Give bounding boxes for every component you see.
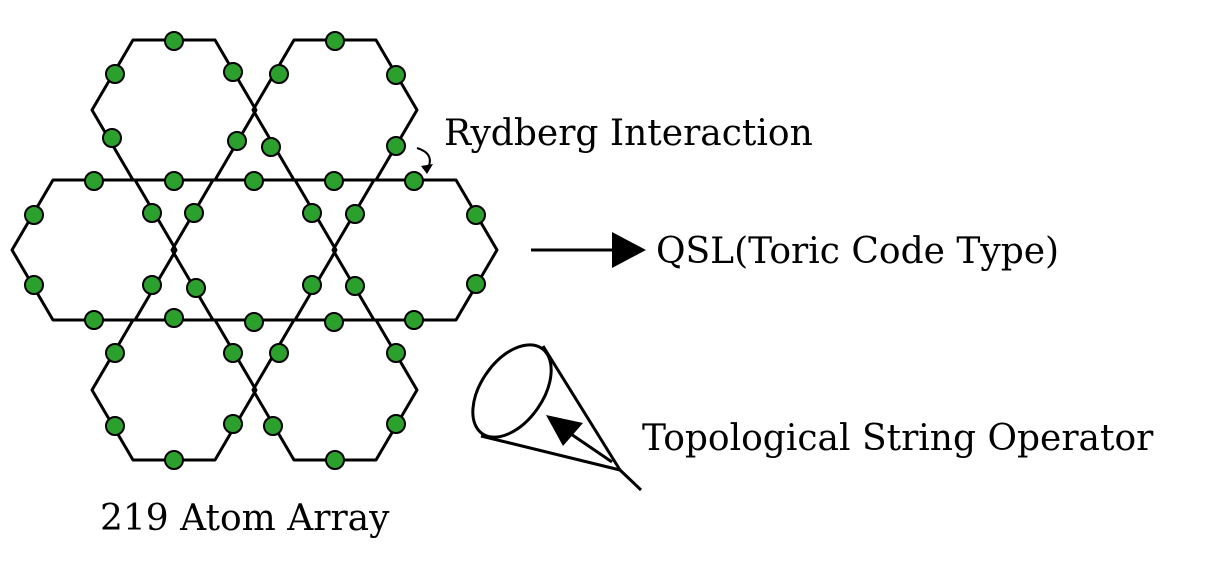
atom [386,343,406,363]
atom [142,275,162,295]
atom [386,414,406,434]
atom [102,128,122,148]
hexagon-top-right [251,38,419,182]
atom [325,450,345,470]
atom [164,31,184,51]
atom [345,276,365,296]
atom [184,203,204,223]
atom-sites [24,31,486,470]
atom [223,343,243,363]
cone-opening [471,343,553,439]
atom [261,137,281,157]
atom [386,136,406,156]
atom [302,275,322,295]
atom-array-label: 219 Atom Array [100,498,390,539]
atom [105,343,125,363]
atom [302,203,322,223]
atom [404,310,424,330]
atom [223,414,243,434]
atom [164,171,184,191]
atom [269,64,289,84]
cone-inner-arrow-head [546,415,583,446]
atom [269,343,289,363]
atom [466,205,486,225]
atom [24,205,44,225]
atom [466,274,486,294]
atom [244,171,264,191]
atom [325,31,345,51]
hexagon-bottom-left [90,318,258,462]
atom [244,312,264,332]
atom [84,171,104,191]
hexagon-middle-left [10,178,178,322]
rydberg-arrow-tip [421,164,433,174]
hexagon-top-left [90,38,258,182]
atom [105,416,125,436]
hexagon-middle-right [331,178,499,322]
atom [164,450,184,470]
atom [386,65,406,85]
atom [263,416,283,436]
atom [105,64,125,84]
string-operator-label: Topological String Operator [642,418,1154,459]
atom [84,310,104,330]
atom [324,312,344,332]
atom [223,62,243,82]
qsl-label: QSL(Toric Code Type) [656,231,1060,272]
qsl-arrow-head [612,232,646,268]
atom [345,204,365,224]
hexagon-lattice [10,38,499,462]
atom [164,308,184,328]
cone-tail [618,468,643,492]
cone-inner-arrow-shaft [567,430,613,464]
cone-edge-bottom [480,434,621,472]
atom [24,275,44,295]
cone-edge-top [541,345,622,471]
hexagon-bottom-right [251,318,419,462]
string-operator-cone [471,343,643,492]
atom [404,171,424,191]
atom [186,278,206,298]
hexagon-middle-center [170,178,338,322]
atom [142,203,162,223]
atom [227,131,247,151]
atom [324,171,344,191]
rydberg-interaction-label: Rydberg Interaction [444,113,813,154]
